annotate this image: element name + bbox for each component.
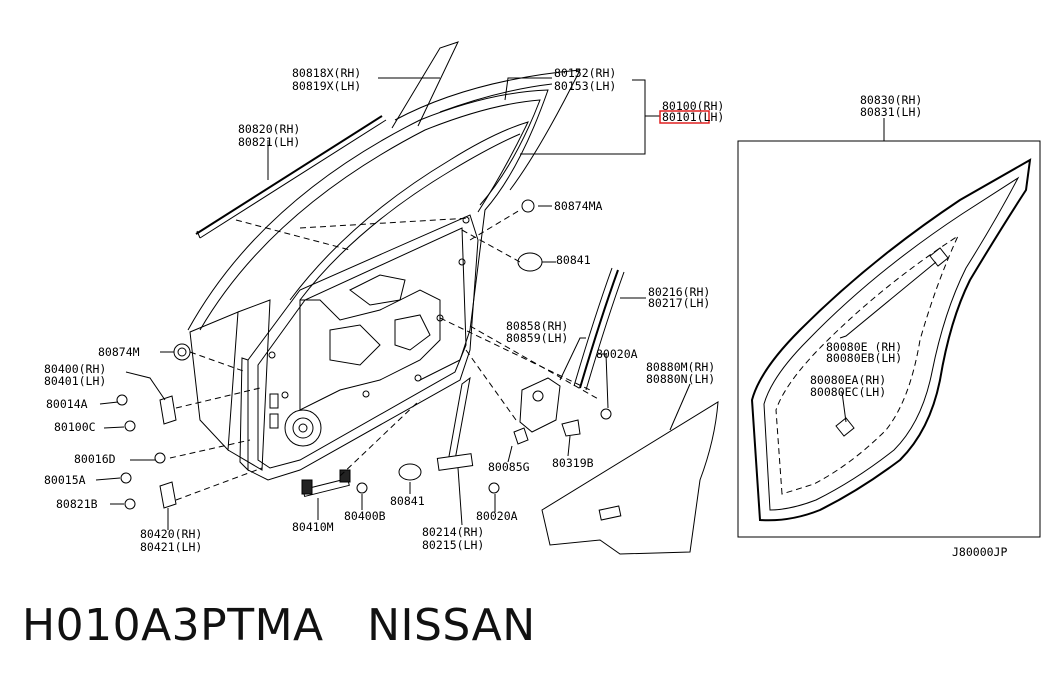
label-80319B: 80319B <box>552 456 594 470</box>
label-80818X: 80818X(RH) <box>292 66 361 80</box>
label-80400: 80400(RH) <box>44 362 106 376</box>
label-80819X: 80819X(LH) <box>292 79 361 93</box>
leader-lines <box>95 77 937 530</box>
label-80153: 80153(LH) <box>554 79 616 93</box>
label-80080EC: 80080EC(LH) <box>810 385 886 399</box>
label-80874MA: 80874MA <box>554 199 603 213</box>
label-80016D: 80016D <box>74 452 116 466</box>
label-80421: 80421(LH) <box>140 540 202 554</box>
door-inner-panel <box>239 214 479 481</box>
door-parts-diagram: 80818X(RH) 80819X(LH) 80152(RH) 80153(LH… <box>44 41 1041 559</box>
label-80080EB: 80080EB(LH) <box>826 351 902 365</box>
window-regulator <box>436 376 474 471</box>
label-80821: 80821(LH) <box>238 135 300 149</box>
label-80400B: 80400B <box>344 509 386 523</box>
label-80080EA: 80080EA(RH) <box>810 373 886 387</box>
door-glass <box>391 41 581 191</box>
label-80020A-bottom: 80020A <box>476 509 518 523</box>
label-80830: 80830(RH) <box>860 93 922 107</box>
label-80080E: 80080E (RH) <box>826 340 902 354</box>
label-80410M: 80410M <box>292 520 334 534</box>
label-80100C: 80100C <box>54 420 96 434</box>
label-80214: 80214(RH) <box>422 525 484 539</box>
label-80215: 80215(LH) <box>422 538 484 552</box>
label-80880N: 80880N(LH) <box>646 372 715 386</box>
label-80831: 80831(LH) <box>860 105 922 119</box>
label-80820: 80820(RH) <box>238 122 300 136</box>
label-80841-top: 80841 <box>556 253 591 267</box>
label-80401: 80401(LH) <box>44 374 106 388</box>
belt-moulding <box>195 115 387 239</box>
part-labels: 80818X(RH) 80819X(LH) 80152(RH) 80153(LH… <box>44 66 1007 559</box>
label-80217: 80217(LH) <box>648 296 710 310</box>
label-80100: 80100(RH) <box>662 99 724 113</box>
assembly-dash-lines <box>169 209 601 501</box>
door-lock <box>513 377 581 445</box>
label-80821B: 80821B <box>56 497 98 511</box>
highlight-box <box>659 110 710 124</box>
door-frame <box>187 89 549 471</box>
label-80152: 80152(RH) <box>554 66 616 80</box>
label-80020A-right: 80020A <box>596 347 638 361</box>
weatherstrip-panel <box>737 140 1041 538</box>
label-80880M: 80880M(RH) <box>646 360 715 374</box>
label-80874M: 80874M <box>98 345 140 359</box>
diagram-code: J80000JP <box>952 545 1007 559</box>
door-check-link <box>301 469 351 498</box>
label-80014A: 80014A <box>46 397 88 411</box>
label-80216: 80216(RH) <box>648 285 710 299</box>
label-80085G: 80085G <box>488 460 530 474</box>
label-80420: 80420(RH) <box>140 527 202 541</box>
label-80101: 80101(LH) <box>662 110 724 124</box>
label-80859: 80859(LH) <box>506 331 568 345</box>
door-hinges <box>116 343 191 510</box>
run-channel <box>573 267 625 391</box>
fasteners <box>356 199 612 494</box>
label-80858: 80858(RH) <box>506 319 568 333</box>
sealing-screen <box>541 401 719 555</box>
label-80015A: 80015A <box>44 473 86 487</box>
part-number-brand: H010A3PTMA NISSAN <box>22 600 536 651</box>
label-80841-bottom: 80841 <box>390 494 425 508</box>
